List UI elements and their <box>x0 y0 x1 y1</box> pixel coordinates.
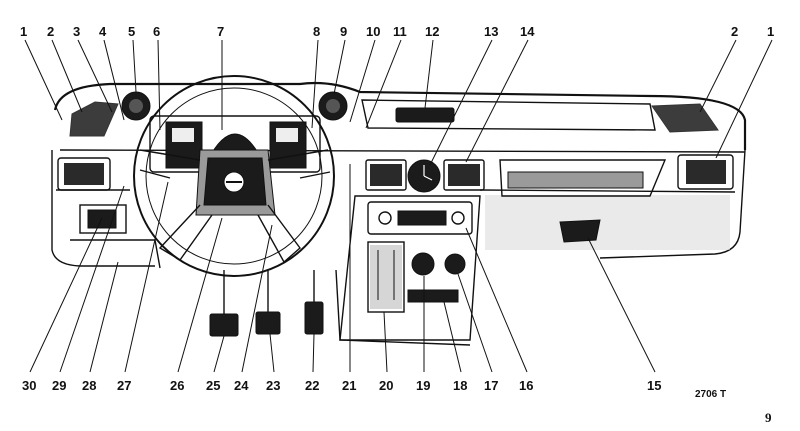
callout-23: 23 <box>266 378 280 393</box>
air-vent-centre-left <box>365 159 407 191</box>
callout-1-top-left: 1 <box>20 24 27 39</box>
callout-26: 26 <box>170 378 184 393</box>
air-vent-left <box>57 157 111 191</box>
callout-29: 29 <box>52 378 66 393</box>
callout-12: 12 <box>425 24 439 39</box>
aux-gauge-left <box>121 91 151 121</box>
callout-18: 18 <box>453 378 467 393</box>
callout-11: 11 <box>393 24 407 39</box>
callout-19: 19 <box>416 378 430 393</box>
callout-9: 9 <box>340 24 347 39</box>
callout-4: 4 <box>99 24 107 39</box>
callout-13: 13 <box>484 24 498 39</box>
callout-20: 20 <box>379 378 393 393</box>
callout-7: 7 <box>217 24 224 39</box>
callout-10: 10 <box>366 24 380 39</box>
callout-15: 15 <box>647 378 661 393</box>
leader-lines <box>24 39 773 373</box>
callout-6: 6 <box>153 24 160 39</box>
callout-22: 22 <box>305 378 319 393</box>
callout-28: 28 <box>82 378 96 393</box>
light-switch-panel <box>79 204 127 234</box>
steering-wheel <box>133 75 335 277</box>
defroster-vent-right <box>651 103 719 133</box>
callout-27: 27 <box>117 378 131 393</box>
callout-1-top-right: 1 <box>767 24 774 39</box>
aux-gauge-right <box>318 91 348 121</box>
drawing-code: 2706 T <box>695 389 726 400</box>
callout-3: 3 <box>73 24 80 39</box>
dashboard-drawing <box>51 75 747 346</box>
glovebox <box>499 159 667 243</box>
air-vent-centre-right <box>443 159 485 191</box>
callout-5: 5 <box>128 24 135 39</box>
callout-25: 25 <box>206 378 220 393</box>
callout-2-top-right: 2 <box>731 24 738 39</box>
top-display-panel <box>361 99 656 131</box>
callout-2-top-left: 2 <box>47 24 54 39</box>
callout-24: 24 <box>234 378 249 393</box>
page-number: 9 <box>765 410 772 425</box>
air-vent-right <box>677 154 734 190</box>
callout-16: 16 <box>519 378 533 393</box>
clock <box>407 159 441 193</box>
callout-21: 21 <box>342 378 356 393</box>
callout-14: 14 <box>520 24 535 39</box>
defroster-vent-left <box>69 101 119 137</box>
callout-8: 8 <box>313 24 320 39</box>
pedals <box>209 270 324 337</box>
centre-console <box>339 195 481 341</box>
callout-17: 17 <box>484 378 498 393</box>
callout-30: 30 <box>22 378 36 393</box>
